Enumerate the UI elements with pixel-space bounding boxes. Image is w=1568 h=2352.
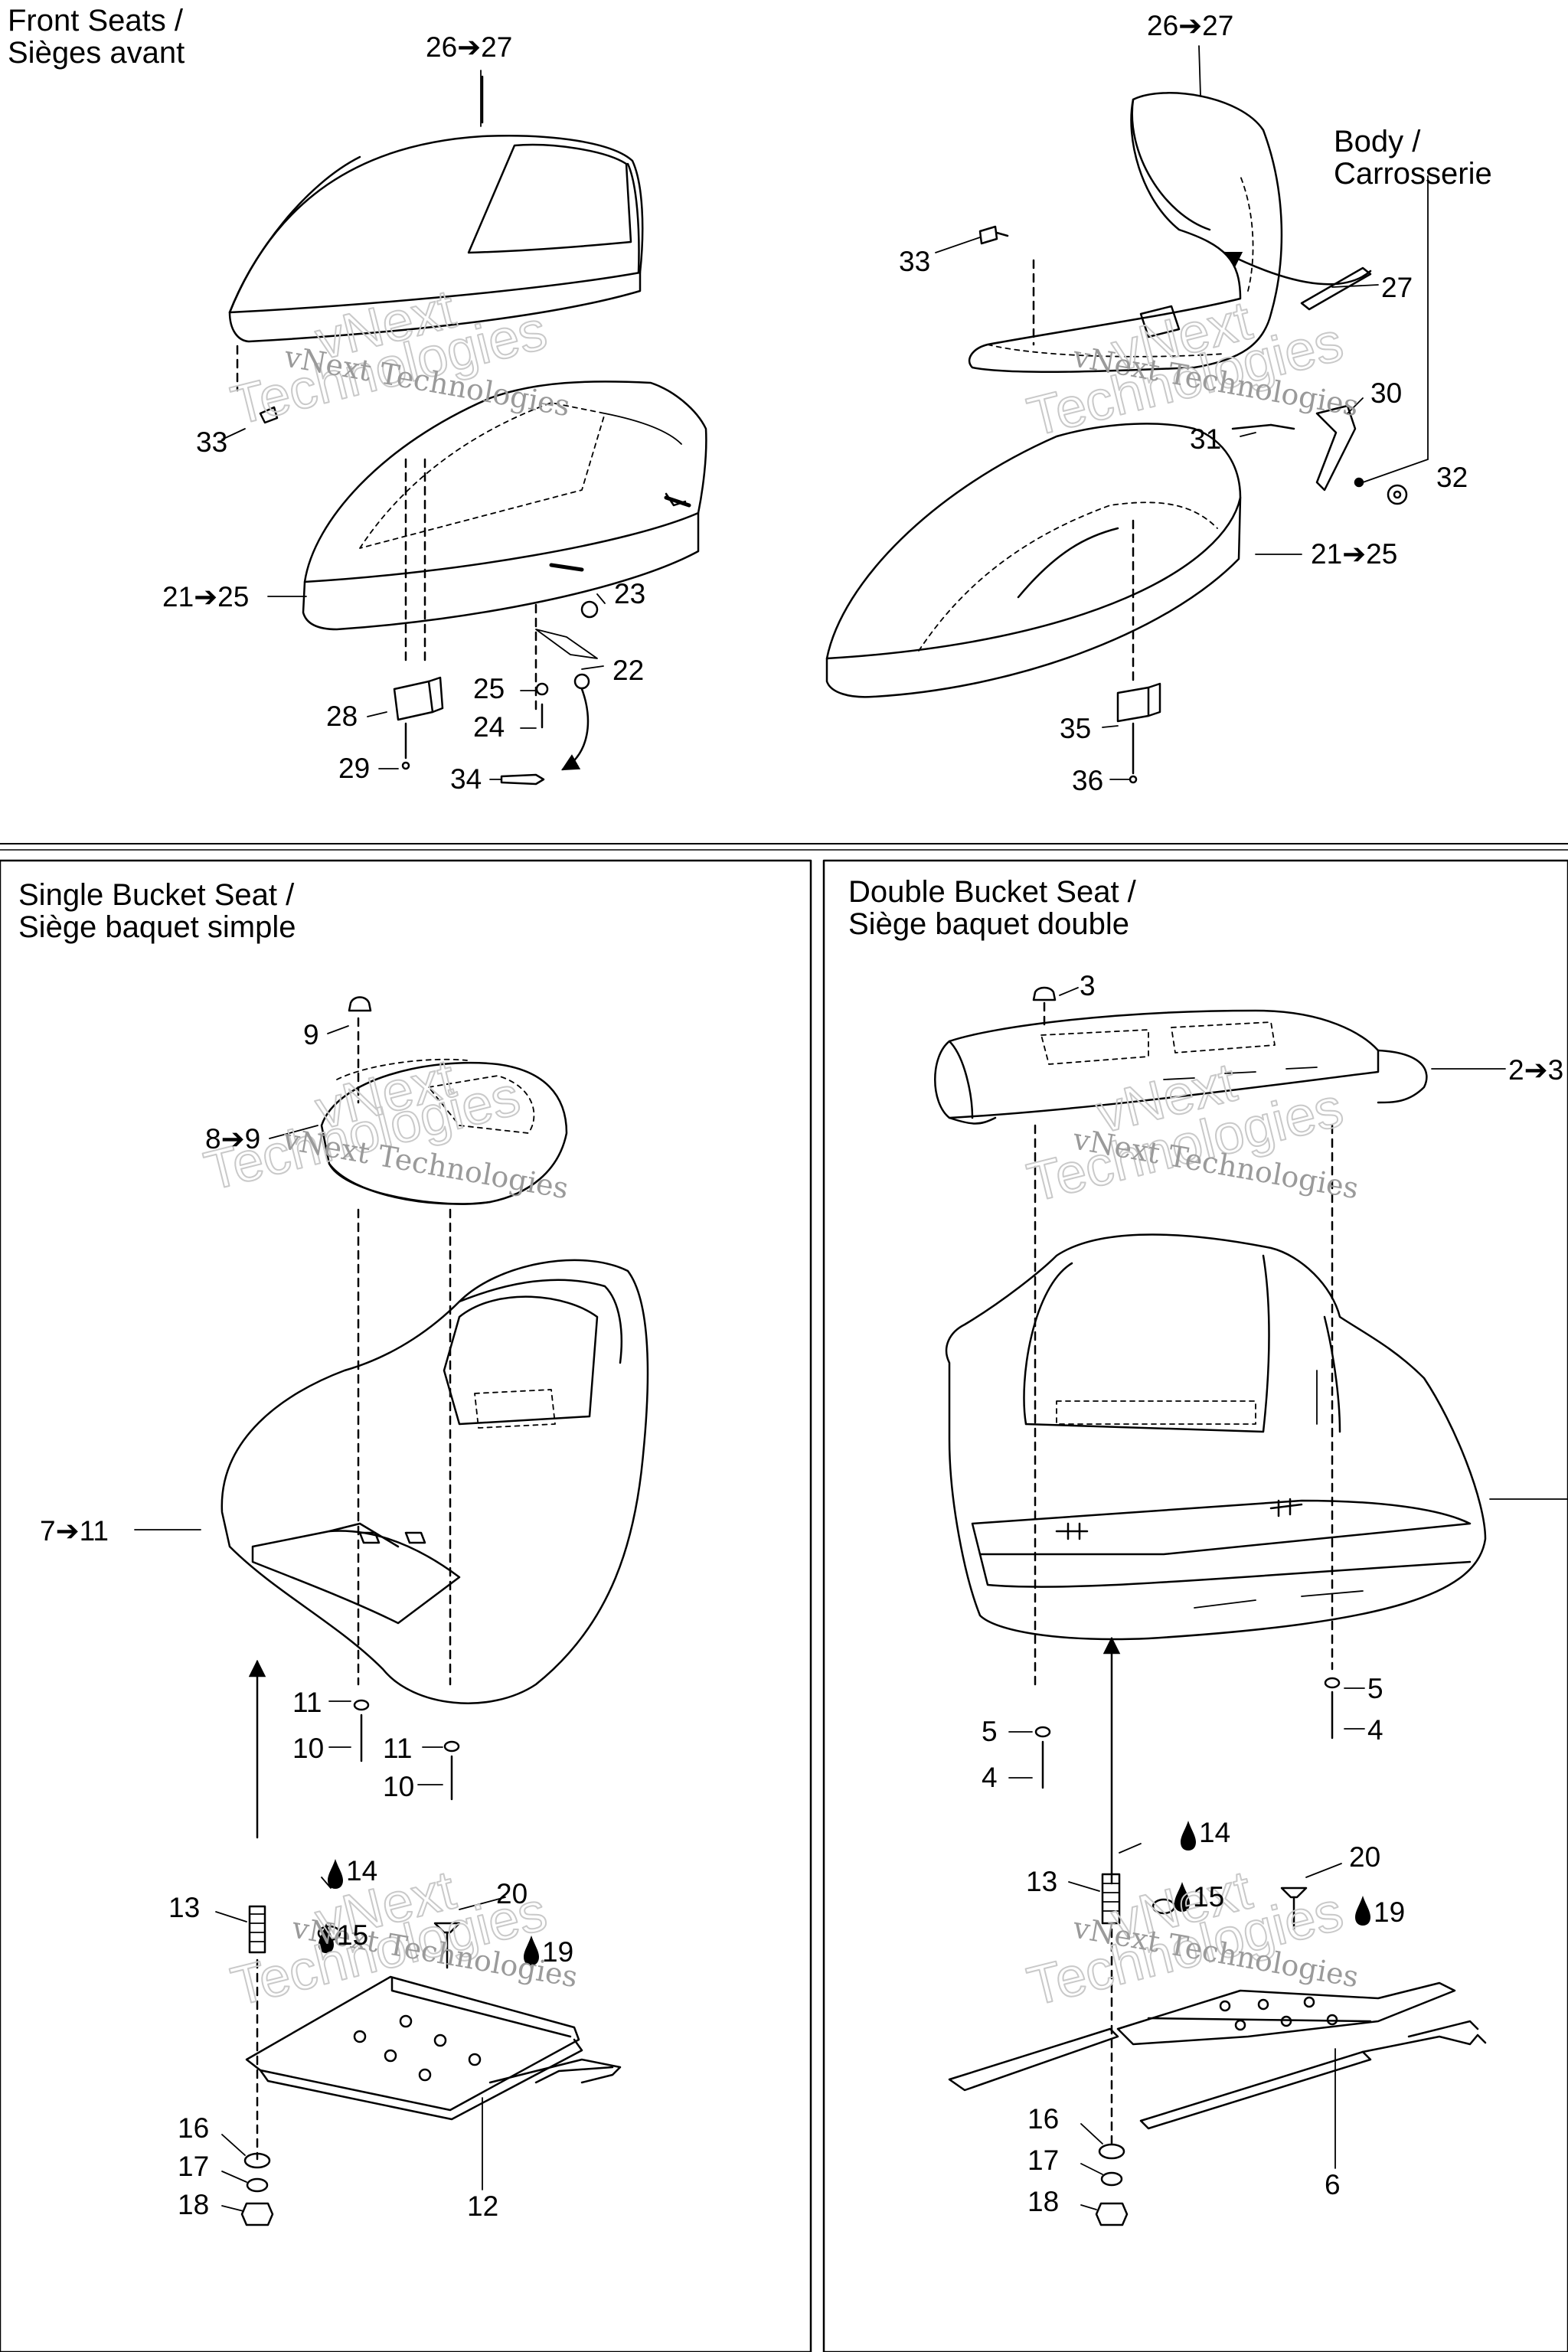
callout-3: 3 — [1080, 970, 1096, 1001]
single-bucket-shell — [220, 1259, 649, 1704]
front-seats-title-en: Front Seats / — [8, 4, 183, 38]
callout-4: 4 — [1367, 1714, 1383, 1746]
callout-25: 25 — [473, 673, 505, 704]
front-seat-cushion — [302, 381, 707, 631]
callout-18: 18 — [178, 2189, 209, 2220]
rear-seat-cushion — [825, 423, 1242, 698]
single-bucket-title-en: Single Bucket Seat / — [18, 878, 295, 912]
callout-5: 5 — [982, 1716, 998, 1747]
callout-17: 17 — [1027, 2145, 1059, 2176]
double-bucket-title: Double Bucket Seat / Siège baquet double — [848, 876, 1136, 940]
callout-27: 27 — [1381, 272, 1413, 303]
callout-23: 23 — [614, 578, 645, 609]
callout-28: 28 — [326, 701, 358, 732]
adhesive-drop-icon — [1181, 1821, 1196, 1851]
callout-15: 15 — [1193, 1881, 1224, 1913]
body-title: Body / Carrosserie — [1334, 126, 1492, 190]
watermark-1: Technologies vNext vNext Technologies — [225, 277, 573, 437]
callout-33: 33 — [196, 426, 227, 458]
body-title-en: Body / — [1334, 125, 1421, 158]
single-leaders — [134, 1025, 506, 2212]
callout-26-27: 26➔27 — [426, 31, 512, 63]
callout-14: 14 — [1199, 1817, 1230, 1848]
callout-18: 18 — [1027, 2186, 1059, 2217]
callouts-double: 3 2➔3 5 4 5 4 14 13 15 20 19 16 17 18 6 — [982, 970, 1563, 2217]
callout-17: 17 — [178, 2151, 209, 2182]
front-right-leaders — [935, 45, 1379, 780]
callout-36: 36 — [1072, 765, 1103, 796]
callout-21-25: 21➔25 — [1311, 538, 1397, 570]
callouts-single: 9 8➔9 7➔11 11 10 11 10 14 13 15 20 19 16… — [40, 1019, 573, 2222]
adhesive-drop-icon — [318, 1923, 334, 1953]
callout-6: 6 — [1325, 2169, 1341, 2200]
callout-10: 10 — [383, 1771, 414, 1802]
double-bucket-shell — [945, 1233, 1487, 1641]
callout-15: 15 — [337, 1919, 368, 1951]
double-leaders — [1008, 987, 1568, 2210]
callout-19: 19 — [542, 1936, 573, 1968]
adhesive-drop-icons — [318, 1821, 1370, 1965]
callout-26-27: 26➔27 — [1147, 10, 1233, 41]
double-hardware — [948, 986, 1487, 2226]
callout-33: 33 — [899, 246, 930, 277]
callout-13: 13 — [168, 1892, 200, 1923]
callout-13: 13 — [1026, 1866, 1057, 1897]
double-bucket-title-en: Double Bucket Seat / — [848, 875, 1136, 909]
callout-10: 10 — [292, 1733, 324, 1764]
single-hardware — [240, 996, 622, 2226]
callout-24: 24 — [473, 711, 505, 743]
callout-31: 31 — [1190, 423, 1221, 455]
callout-29: 29 — [338, 753, 370, 784]
single-headrest — [320, 1058, 568, 1205]
callout-7-11: 7➔11 — [40, 1515, 109, 1547]
front-left-leaders — [221, 70, 606, 780]
double-headrest — [934, 1009, 1428, 1125]
callout-16: 16 — [1027, 2103, 1059, 2135]
callout-14: 14 — [346, 1855, 377, 1886]
front-right-hardware — [978, 175, 1429, 784]
rear-seat-backrest — [968, 92, 1283, 374]
callout-8-9: 8➔9 — [205, 1123, 260, 1155]
callout-30: 30 — [1370, 377, 1402, 409]
front-left-hardware — [236, 75, 599, 786]
watermark-4: Technologies vNext vNext Technologies — [1021, 1050, 1361, 1214]
callout-2-3: 2➔3 — [1508, 1054, 1563, 1086]
callout-4: 4 — [982, 1762, 998, 1793]
callout-11: 11 — [292, 1687, 322, 1718]
callout-22: 22 — [612, 655, 644, 686]
body-title-fr: Carrosserie — [1334, 157, 1492, 191]
callout-20: 20 — [1349, 1841, 1380, 1873]
callout-20: 20 — [496, 1878, 528, 1909]
adhesive-drop-icon — [1174, 1882, 1190, 1912]
adhesive-drop-icon — [524, 1936, 539, 1965]
callout-34: 34 — [450, 763, 482, 795]
section-dividers — [0, 843, 1568, 2352]
double-bucket-title-fr: Siège baquet double — [848, 907, 1129, 941]
adhesive-drop-icon — [328, 1859, 343, 1889]
callout-16: 16 — [178, 2112, 209, 2144]
single-bucket-title-fr: Siège baquet simple — [18, 910, 296, 944]
callouts-front-left: 26➔27 33 21➔25 23 22 25 24 28 29 34 — [162, 31, 645, 795]
callout-9: 9 — [303, 1019, 319, 1050]
single-bucket-title: Single Bucket Seat / Siège baquet simple — [18, 879, 296, 943]
callout-19: 19 — [1374, 1896, 1405, 1928]
front-seat-backrest — [228, 134, 644, 343]
adhesive-drop-icon — [1355, 1896, 1370, 1926]
callout-35: 35 — [1060, 713, 1091, 744]
callouts-front-right: 26➔27 33 27 30 31 32 21➔25 35 36 — [899, 10, 1468, 796]
callout-32: 32 — [1436, 462, 1468, 493]
callout-12: 12 — [467, 2190, 498, 2222]
callout-11: 11 — [383, 1733, 412, 1764]
callout-21-25: 21➔25 — [162, 581, 249, 612]
callout-5: 5 — [1367, 1673, 1383, 1704]
front-seats-title: Front Seats / Sièges avant — [8, 5, 185, 69]
front-seats-title-fr: Sièges avant — [8, 36, 185, 70]
